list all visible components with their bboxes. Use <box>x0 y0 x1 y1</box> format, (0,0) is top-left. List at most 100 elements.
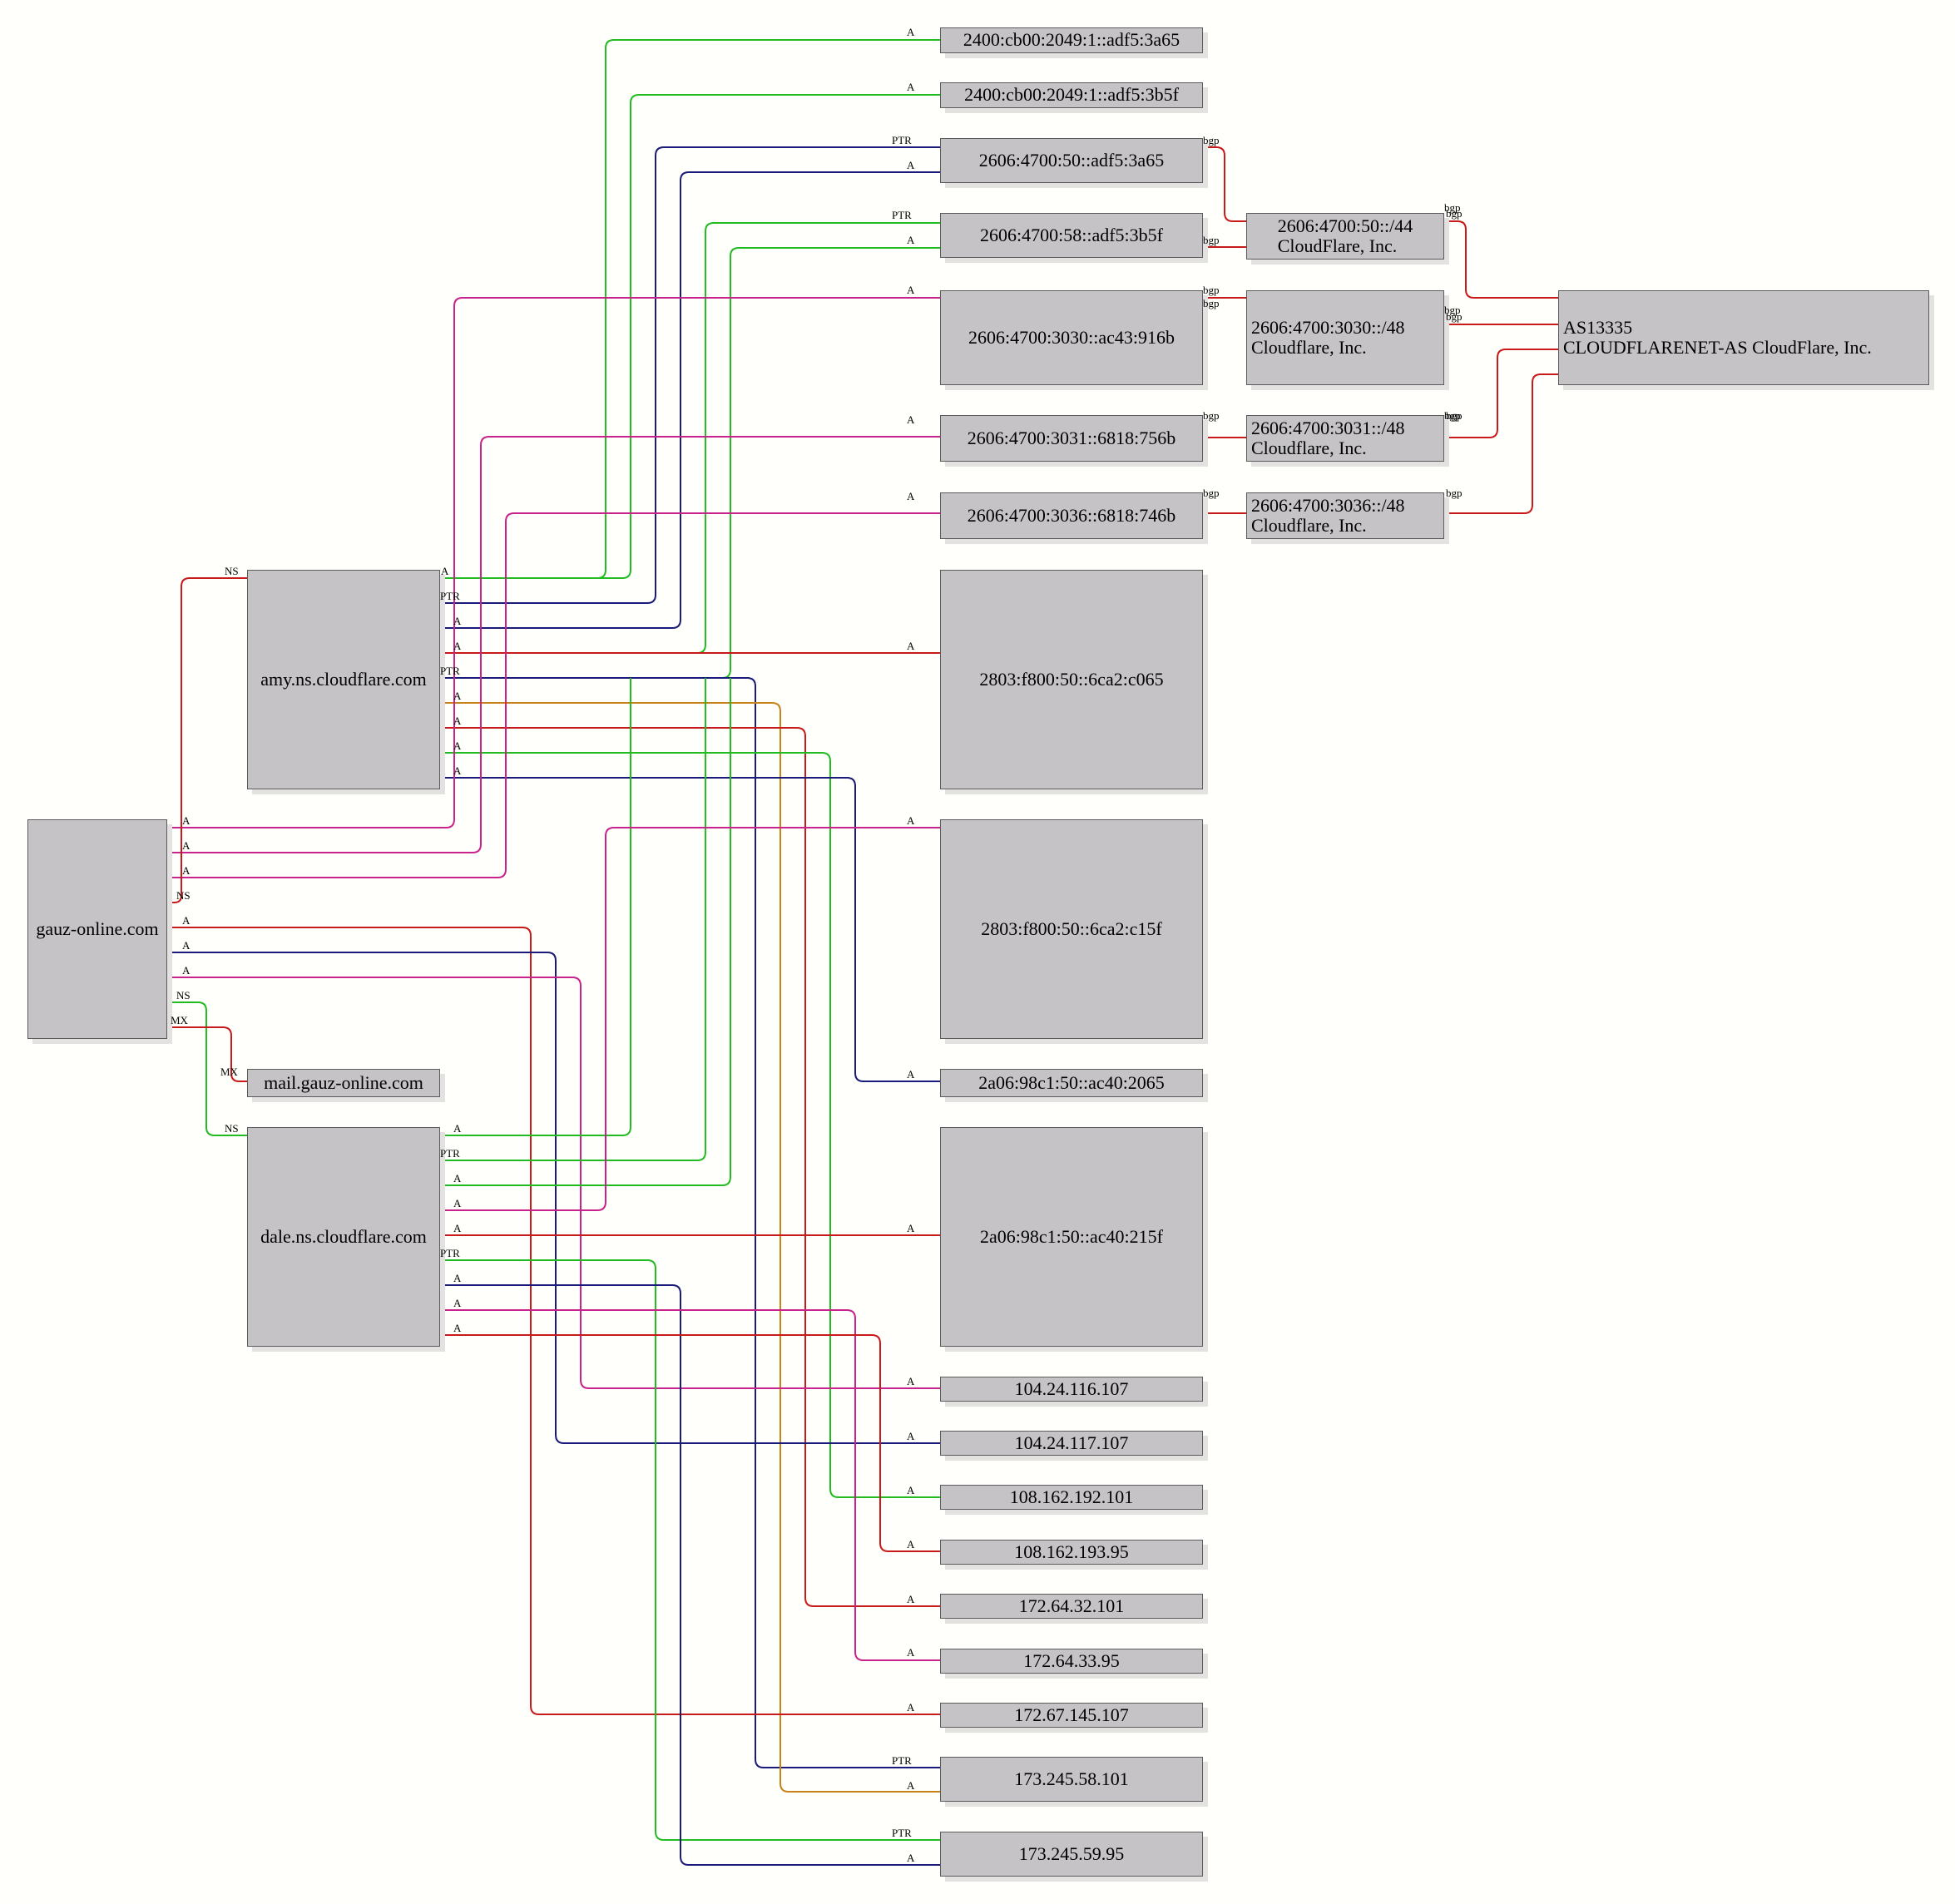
node-ipv6[interactable]: 2606:4700:3031::6818:756b <box>940 415 1203 462</box>
edge-a <box>440 678 731 1186</box>
edge-label-a: A <box>907 1222 915 1234</box>
edge-ns <box>167 577 247 903</box>
node-ipv4[interactable]: 173.245.58.101 <box>940 1757 1203 1802</box>
node-label: 2606:4700:3030::ac43:916b <box>968 326 1175 348</box>
node-ipv4[interactable]: 104.24.116.107 <box>940 1377 1203 1402</box>
edge-label-a: A <box>907 26 915 38</box>
edge-source-label-a: A <box>182 914 191 927</box>
edge-label-ptr: PTR <box>892 209 912 221</box>
prefix-label: 2606:4700:3031::/48 <box>1251 417 1405 438</box>
edge-source-label-bgp: bgp <box>1203 297 1220 309</box>
edge-label-a: A <box>907 1375 915 1387</box>
edge-source-label-ns: NS <box>176 989 191 1001</box>
edge-label-a: A <box>907 1852 915 1864</box>
edge-source-label-a: A <box>453 615 462 627</box>
edge-a <box>440 702 940 1793</box>
prefix-org: CloudFlare, Inc. <box>1277 235 1398 256</box>
node-label: amy.ns.cloudflare.com <box>260 668 427 690</box>
edge-a <box>167 927 940 1715</box>
node-label: 2a06:98c1:50::ac40:215f <box>980 1225 1163 1247</box>
node-ipv6[interactable]: 2606:4700:50::adf5:3a65 <box>940 138 1203 183</box>
edge-a <box>440 1309 940 1661</box>
edge-ptr <box>440 222 940 654</box>
node-label: 2400:cb00:2049:1::adf5:3b5f <box>964 84 1179 106</box>
edge-source-label-a: A <box>453 1197 462 1209</box>
node-ipv4[interactable]: 172.64.32.101 <box>940 1594 1203 1619</box>
edge-source-label-a: A <box>453 715 462 727</box>
edge-source-label-a: A <box>453 640 462 652</box>
node-ipv6[interactable]: 2606:4700:3036::6818:746b <box>940 492 1203 539</box>
node-ipv6[interactable]: 2400:cb00:2049:1::adf5:3b5f <box>940 82 1203 108</box>
edge-label-ns: NS <box>225 565 239 577</box>
node-ipv4[interactable]: 108.162.193.95 <box>940 1540 1203 1565</box>
edge-label-bgp: bgp <box>1446 487 1463 499</box>
edge-bgp <box>1444 220 1558 299</box>
edge-source-label-a: A <box>453 1172 462 1184</box>
edge-source-label-a: A <box>182 964 191 977</box>
edge-a <box>440 727 940 1607</box>
edge-a <box>440 827 940 1211</box>
node-ipv4[interactable]: 173.245.59.95 <box>940 1832 1203 1877</box>
node-label: 172.64.33.95 <box>1023 1649 1120 1671</box>
edge-source-label-ptr: PTR <box>440 665 460 677</box>
node-label: 2400:cb00:2049:1::adf5:3a65 <box>963 29 1180 51</box>
edge-bgp <box>1444 373 1558 514</box>
node-ipv4[interactable]: 108.162.192.101 <box>940 1485 1203 1510</box>
node-mail[interactable]: mail.gauz-online.com <box>247 1069 440 1097</box>
edge-a <box>167 977 940 1389</box>
edge-a <box>440 777 940 1082</box>
edge-label-bgp: bgp <box>1203 234 1220 246</box>
edge-source-label-a: A <box>453 1322 462 1334</box>
edge-a <box>440 94 940 579</box>
node-ipv4[interactable]: 172.67.145.107 <box>940 1703 1203 1728</box>
node-ipv4[interactable]: 172.64.33.95 <box>940 1649 1203 1674</box>
node-ipv4[interactable]: 104.24.117.107 <box>940 1431 1203 1456</box>
edge-label-a: A <box>907 413 915 426</box>
node-gauz-online[interactable]: gauz-online.com <box>27 819 167 1039</box>
node-label: 172.67.145.107 <box>1014 1704 1129 1725</box>
edge-label-a: A <box>907 1538 915 1550</box>
edge-label-a: A <box>907 81 915 93</box>
node-ipv6[interactable]: 2a06:98c1:50::ac40:215f <box>940 1127 1203 1347</box>
node-label: 2803:f800:50::6ca2:c065 <box>979 668 1164 690</box>
edge-source-label-a: A <box>182 839 191 852</box>
edge-label-bgp: bgp <box>1203 134 1220 146</box>
edge-label-a: A <box>907 1593 915 1605</box>
node-ipv6[interactable]: 2606:4700:58::adf5:3b5f <box>940 213 1203 258</box>
node-amy-ns[interactable]: amy.ns.cloudflare.com <box>247 570 440 789</box>
edge-ns <box>167 1001 247 1136</box>
edge-source-label-a: A <box>453 690 462 702</box>
edge-label-a: A <box>907 1484 915 1496</box>
edge-ptr <box>440 677 940 1768</box>
node-label: 2606:4700:3036::6818:746b <box>967 504 1176 526</box>
node-label: 2606:4700:58::adf5:3b5f <box>980 224 1163 245</box>
node-label: 2606:4700:3031::6818:756b <box>967 427 1176 448</box>
edge-a <box>167 512 940 878</box>
edge-bgp <box>1444 349 1558 438</box>
node-ipv6[interactable]: 2606:4700:3030::ac43:916b <box>940 290 1203 385</box>
edge-source-label-bgp: bgp <box>1444 409 1461 422</box>
prefix-org: Cloudflare, Inc. <box>1251 515 1367 536</box>
node-ipv6[interactable]: 2803:f800:50::6ca2:c15f <box>940 819 1203 1039</box>
node-label: 108.162.192.101 <box>1009 1486 1134 1507</box>
edge-a <box>440 1334 940 1552</box>
edge-label-bgp: bgp <box>1203 487 1220 499</box>
edge-ptr <box>440 1259 940 1841</box>
node-dale-ns[interactable]: dale.ns.cloudflare.com <box>247 1127 440 1347</box>
node-ipv6[interactable]: 2400:cb00:2049:1::adf5:3a65 <box>940 27 1203 53</box>
edge-label-ns: NS <box>225 1122 239 1135</box>
node-label: 2a06:98c1:50::ac40:2065 <box>978 1071 1165 1093</box>
node-label: 173.245.59.95 <box>1018 1842 1125 1864</box>
edge-bgp <box>1203 146 1246 222</box>
node-ipv6[interactable]: 2a06:98c1:50::ac40:2065 <box>940 1069 1203 1097</box>
edge-a <box>440 39 940 579</box>
node-label: gauz-online.com <box>36 917 159 939</box>
node-ipv6[interactable]: 2803:f800:50::6ca2:c065 <box>940 570 1203 789</box>
